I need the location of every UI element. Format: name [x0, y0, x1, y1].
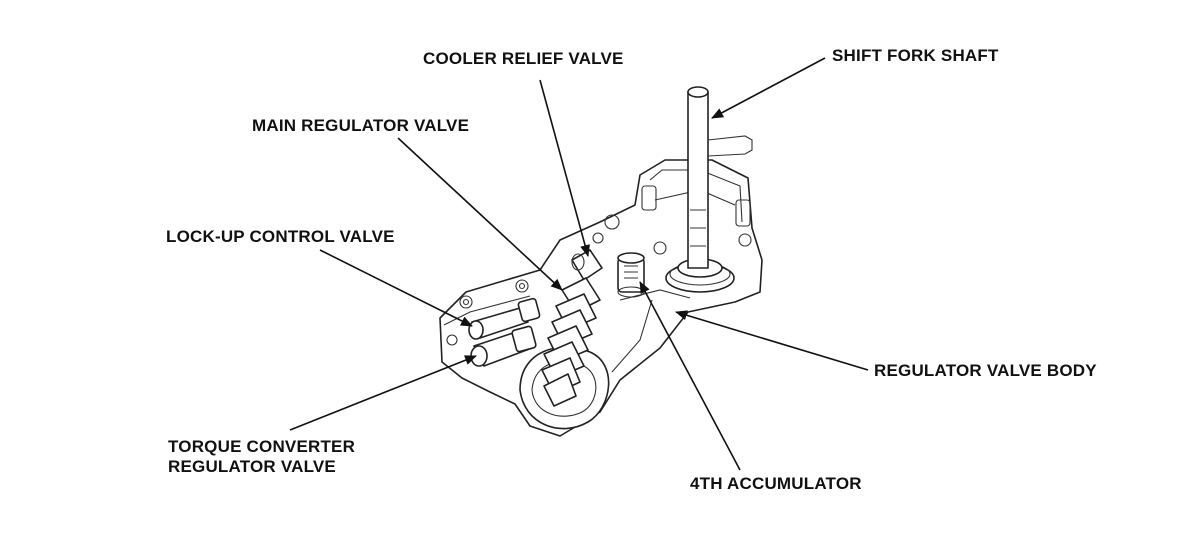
label-regulator-valve-body: REGULATOR VALVE BODY: [874, 361, 1097, 380]
main-regulator-spring-part: [541, 277, 601, 407]
leader-main-regulator-valve: [397, 137, 563, 291]
shift-fork-shaft-part: [687, 86, 753, 269]
label-shift-fork-shaft: SHIFT FORK SHAFT: [832, 46, 999, 65]
leader-cooler-relief-valve: [539, 79, 590, 257]
label-cooler-relief-valve: COOLER RELIEF VALVE: [423, 49, 624, 68]
fourth-accumulator-part: [617, 252, 645, 298]
leader-shift-fork-shaft: [711, 57, 826, 119]
label-main-regulator-valve: MAIN REGULATOR VALVE: [252, 116, 470, 135]
label-torque-converter-line2: REGULATOR VALVE: [168, 457, 336, 476]
leader-lock-up-control-valve: [319, 249, 473, 327]
label-torque-converter-line1: TORQUE CONVERTER: [168, 437, 356, 456]
label-fourth-accumulator: 4TH ACCUMULATOR: [690, 474, 862, 493]
leader-torque-converter-regulator-valve: [289, 355, 477, 431]
valve-body-casting: [439, 159, 763, 437]
label-lock-up-control-valve: LOCK-UP CONTROL VALVE: [166, 227, 395, 246]
lock-up-control-valve-part: [468, 297, 541, 340]
leader-regulator-valve-body: [675, 310, 869, 371]
leader-fourth-accumulator: [639, 281, 741, 471]
